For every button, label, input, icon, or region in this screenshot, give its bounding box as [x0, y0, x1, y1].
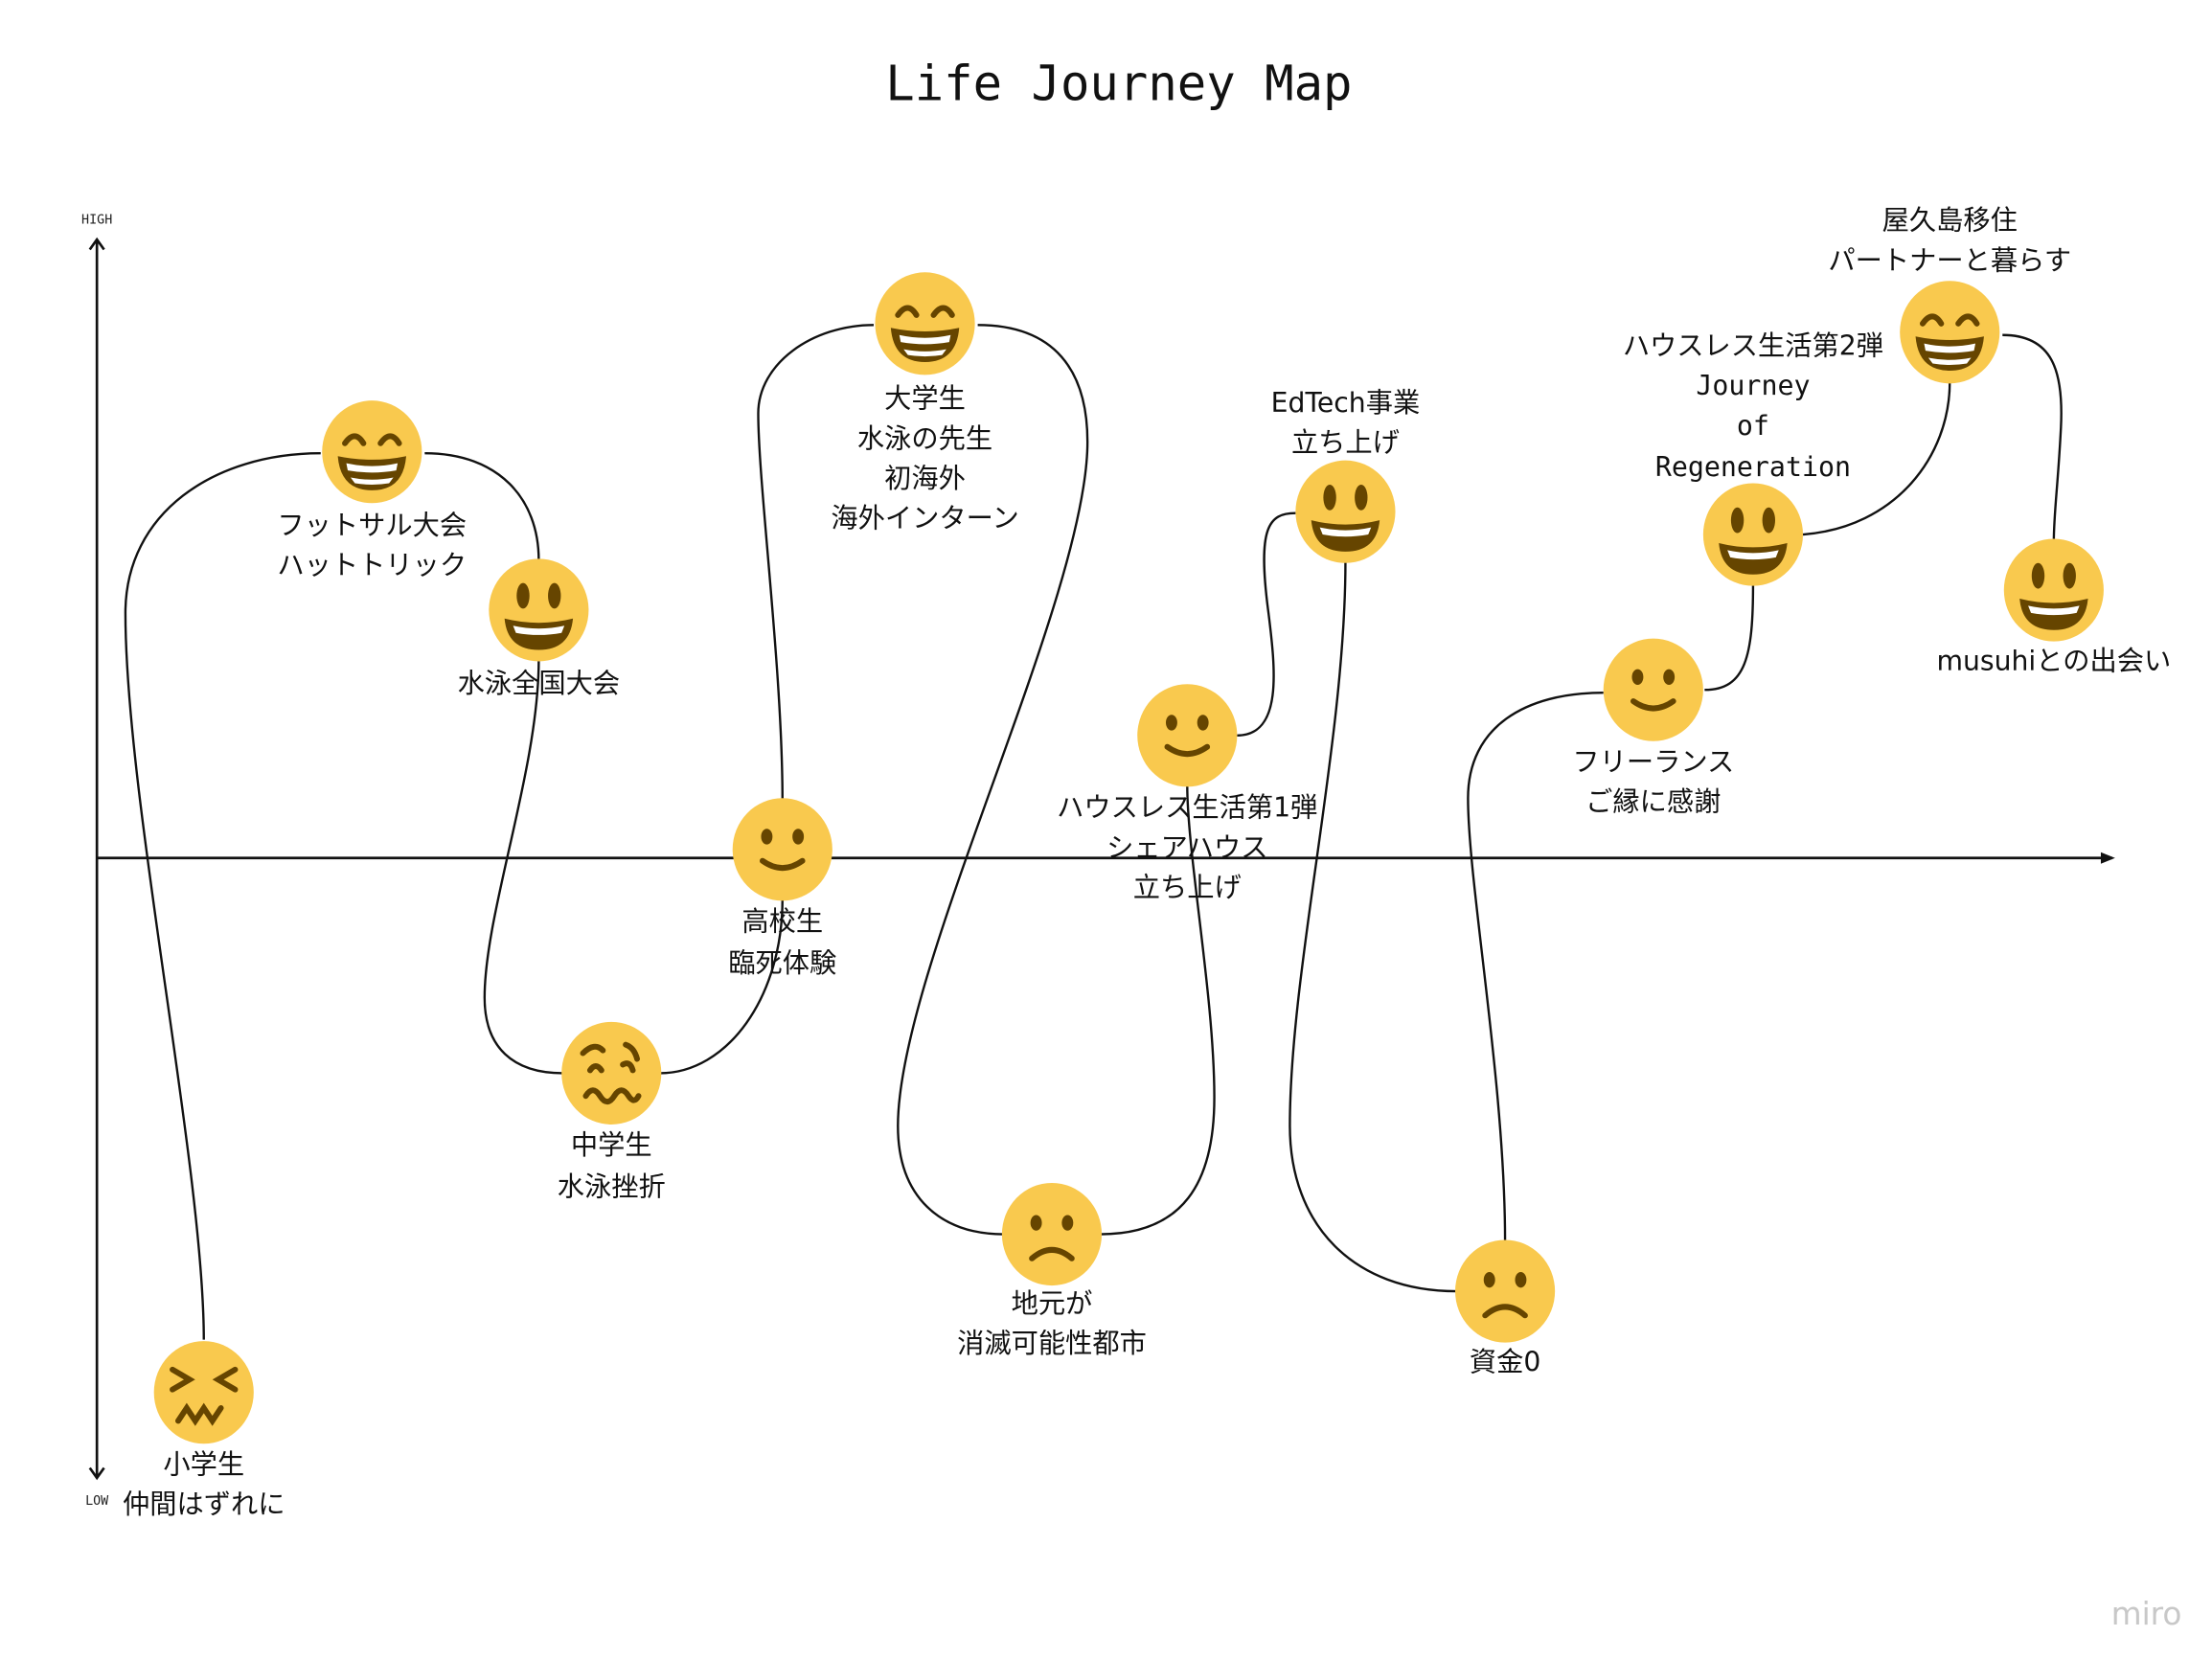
- event-label-line: シェアハウス: [1106, 831, 1267, 863]
- event-label-line: 臨死体験: [728, 947, 836, 979]
- event-label-line: 仲間はずれに: [123, 1489, 285, 1520]
- event-label-line: 高校生: [741, 906, 823, 938]
- event-label-line: 立ち上げ: [1291, 427, 1400, 459]
- big-smile-emoji-icon: [2003, 538, 2104, 642]
- event-label-line: 水泳の先生: [857, 422, 992, 454]
- event-label-line: 小学生: [163, 1448, 244, 1480]
- event-label-line: 海外インターン: [831, 503, 1018, 534]
- event-label-line: 地元が: [1012, 1287, 1093, 1319]
- event-label-line: フリーランス: [1572, 746, 1734, 778]
- grin-squint-emoji-icon: [1900, 281, 2000, 384]
- event-label-line: ご縁に感謝: [1585, 786, 1721, 818]
- event-label-line: Journey: [1696, 370, 1810, 401]
- event-label-line: 初海外: [884, 463, 966, 494]
- event-label-line: Regeneration: [1655, 451, 1851, 483]
- miro-watermark: miro: [2111, 1596, 2182, 1632]
- journey-event: musuhiとの出会い: [1936, 538, 2171, 676]
- x-axis: [97, 852, 2115, 864]
- y-axis-arrow-up-icon: [88, 237, 105, 251]
- events-layer: 小学生仲間はずれにフットサル大会ハットトリック水泳全国大会中学生水泳挫折高校生臨…: [123, 205, 2171, 1520]
- slight-smile-emoji-icon: [1603, 638, 1703, 741]
- event-label-line: 大学生: [884, 383, 966, 415]
- grin-squint-emoji-icon: [875, 272, 975, 375]
- confounded-emoji-icon: [153, 1341, 254, 1444]
- big-smile-emoji-icon: [1295, 460, 1396, 563]
- slight-smile-emoji-icon: [1137, 684, 1238, 787]
- page-title: Life Journey Map: [885, 55, 1352, 111]
- big-smile-emoji-icon: [1702, 483, 1804, 586]
- x-axis-arrow-icon: [2100, 852, 2115, 864]
- event-label-line: パートナーと暮らす: [1828, 244, 2071, 276]
- event-label-line: of: [1737, 410, 1769, 442]
- y-axis-high-label: HIGH: [81, 214, 112, 228]
- grin-squint-emoji-icon: [322, 400, 422, 504]
- journey-event: 資金0: [1455, 1239, 1556, 1377]
- frown-emoji-icon: [1455, 1239, 1556, 1343]
- event-label-line: EdTech事業: [1271, 387, 1421, 419]
- event-label-line: フットサル大会: [277, 510, 467, 541]
- event-label-line: musuhiとの出会い: [1936, 645, 2171, 676]
- event-label-line: 中学生: [571, 1129, 652, 1161]
- journey-event: 水泳全国大会: [458, 558, 620, 699]
- event-label-line: 水泳挫折: [558, 1170, 666, 1202]
- big-smile-emoji-icon: [489, 558, 589, 662]
- event-label-line: 立ち上げ: [1133, 872, 1242, 903]
- frown-emoji-icon: [1001, 1182, 1103, 1286]
- event-label-line: 資金0: [1470, 1346, 1540, 1377]
- event-label-line: 水泳全国大会: [458, 668, 620, 699]
- y-axis-low-label: LOW: [85, 1494, 109, 1509]
- event-label-line: ハウスレス生活第1弾: [1057, 792, 1317, 824]
- event-label-line: ハットトリック: [277, 550, 467, 581]
- y-axis-arrow-down-icon: [88, 1466, 105, 1481]
- event-label-line: ハウスレス生活第2弾: [1623, 330, 1883, 362]
- woozy-emoji-icon: [561, 1021, 662, 1125]
- event-label-line: 消滅可能性都市: [957, 1328, 1147, 1359]
- slight-smile-emoji-icon: [732, 798, 832, 901]
- journey-curve: [124, 324, 2063, 1340]
- event-label-line: 屋久島移住: [1882, 205, 2018, 237]
